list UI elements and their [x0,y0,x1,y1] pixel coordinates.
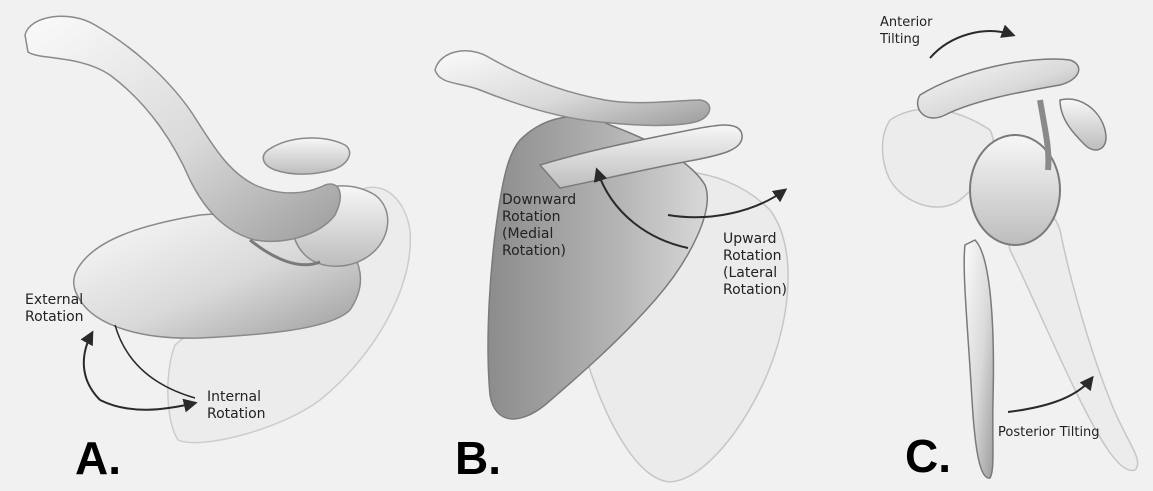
panel-a-external-rotation-label: External Rotation [25,292,84,326]
panel-c-scapula-blade [964,240,993,478]
panel-a-clavicle [25,16,340,241]
panel-a-coracoid [263,138,349,174]
panel-c-acromion [918,59,1079,118]
panel-c-letter: C. [905,433,951,479]
panel-a-external-arrow [84,333,100,400]
panel-a-letter: A. [75,435,121,481]
panel-c-anterior-arrow [930,31,1013,58]
panel-c-posterior-tilting-label: Posterior Tilting [998,424,1100,441]
panel-b-downward-rotation-label: Downward Rotation (Medial Rotation) [502,192,576,260]
panel-a-scapula [25,16,410,442]
panel-b-letter: B. [455,435,501,481]
panel-c-coracoid [1060,99,1106,150]
panel-c-scapula [883,59,1138,478]
panel-c-anterior-tilting-label: Anterior Tilting [880,14,932,48]
panel-b-clavicle [435,51,710,126]
panel-b-upward-rotation-label: Upward Rotation (Lateral Rotation) [723,231,787,299]
panel-a-internal-rotation-label: Internal Rotation [207,389,266,423]
